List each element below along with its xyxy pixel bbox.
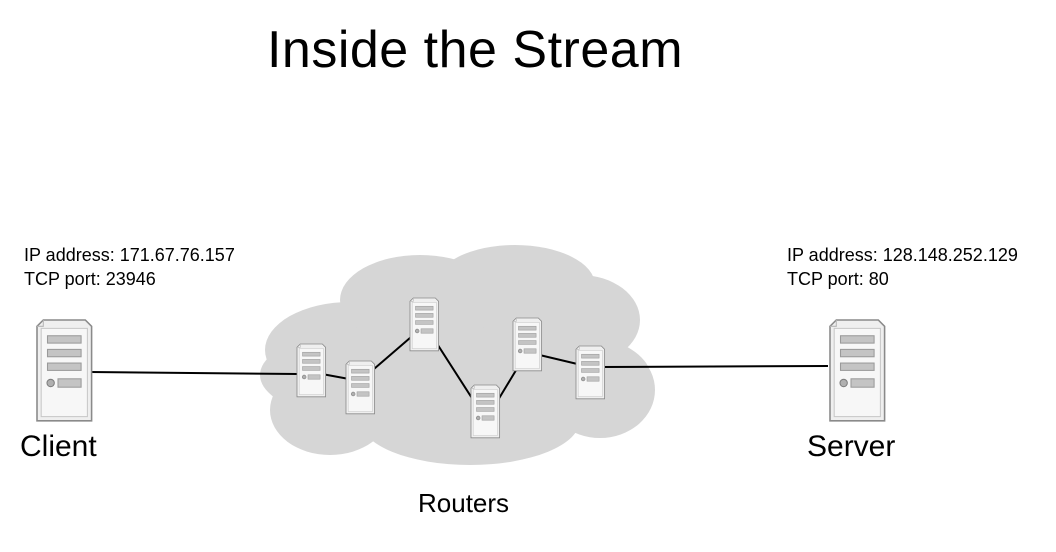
router-icon: [512, 317, 543, 372]
client-server-icon: [36, 319, 93, 422]
server-port: TCP port: 80: [787, 269, 889, 289]
server-address-info: IP address: 128.148.252.129 TCP port: 80: [787, 243, 1018, 291]
client-port: TCP port: 23946: [24, 269, 156, 289]
server-ip: IP address: 128.148.252.129: [787, 245, 1018, 265]
link-client-router1: [89, 371, 299, 375]
client-ip: IP address: 171.67.76.157: [24, 245, 235, 265]
client-address-info: IP address: 171.67.76.157 TCP port: 2394…: [24, 243, 235, 291]
client-label: Client: [20, 430, 97, 463]
server-label: Server: [807, 430, 896, 463]
server-server-icon: [829, 319, 886, 422]
router-icon: [575, 345, 606, 400]
routers-label: Routers: [418, 488, 510, 518]
router-icon: [470, 384, 501, 439]
router-icon: [345, 360, 376, 415]
slide-title: Inside the Stream: [266, 21, 684, 79]
router-icon: [409, 297, 440, 352]
link-router6-server: [599, 365, 829, 368]
router-icon: [296, 343, 327, 398]
